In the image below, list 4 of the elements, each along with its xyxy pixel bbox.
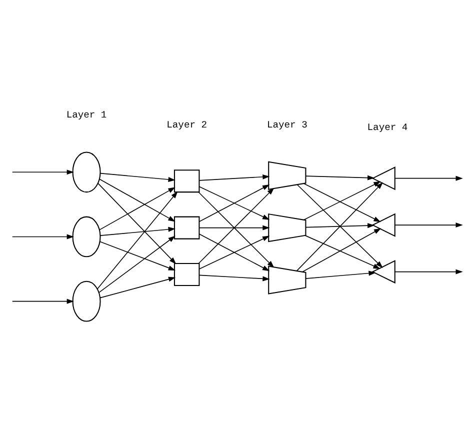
label: Layer 3 [266,119,308,130]
label: Layer 4 [367,122,408,134]
label: Layer 1 [66,110,107,121]
label: Layer 2 [166,119,208,130]
